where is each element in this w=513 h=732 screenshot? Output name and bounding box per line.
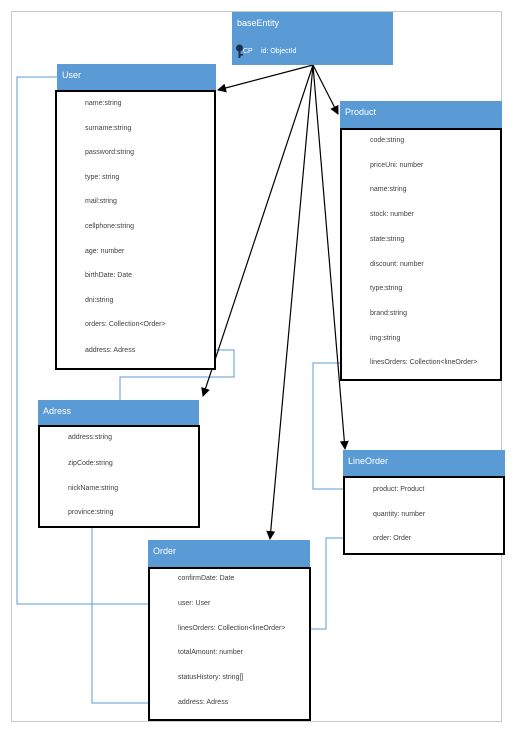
product-attribute: img:string: [370, 335, 401, 342]
product-attribute: stock: number: [370, 211, 414, 218]
order-attribute: linesOrders: Collection<lineOrder>: [178, 625, 286, 632]
arrow-base-to-product: [312, 64, 339, 115]
adress-attribute: address:string: [68, 434, 112, 441]
adress-attribute: province:string: [68, 509, 114, 516]
connector-adress-order: [91, 528, 148, 704]
product-attribute: linesOrders: Collection<lineOrder>: [370, 359, 478, 366]
product-attribute: state:string: [370, 236, 405, 243]
user-attribute: name:string: [85, 100, 122, 107]
line-order-title: LineOrder: [343, 450, 505, 476]
key-badge: CP: [243, 48, 253, 55]
product-attribute: brand:string: [370, 310, 407, 317]
adress-attribute: nickName:string: [68, 485, 119, 492]
user-attribute: mail:string: [85, 198, 117, 205]
line-order-attribute: product: Product: [373, 486, 425, 493]
order-attribute: statusHistory: string[]: [178, 674, 244, 681]
line-order-attribute: quantity: number: [373, 511, 426, 518]
product-attribute: type:string: [370, 285, 403, 292]
user-attribute: birthDate: Date: [85, 272, 133, 279]
product-body: [340, 128, 502, 381]
line-order-attribute: order: Order: [373, 535, 412, 542]
user-title: User: [57, 64, 216, 90]
user-attribute: type: string: [85, 174, 120, 181]
connector-lineorder-order: [311, 537, 343, 630]
arrow-base-to-adress: [201, 64, 314, 397]
arrow-base-to-user: [217, 64, 314, 93]
user-attribute: orders: Collection<Order>: [85, 321, 166, 328]
user-attribute: address: Adress: [85, 347, 136, 354]
product-attribute: name:string: [370, 186, 407, 193]
adress-body: [38, 425, 200, 528]
order-attribute: confirmDate: Date: [178, 575, 235, 582]
product-attribute: discount: number: [370, 261, 424, 268]
key-field: id: ObjectId: [261, 48, 297, 55]
base-entity-title: baseEntity: [232, 12, 393, 38]
adress-attribute: zipCode:string: [68, 460, 113, 467]
order-attribute: address: Adress: [178, 699, 229, 706]
product-attribute: priceUni: number: [370, 162, 424, 169]
arrow-base-to-order: [266, 64, 314, 540]
connector-user-order: [16, 76, 148, 605]
user-attribute: dni:string: [85, 297, 114, 304]
connector-user-adress: [119, 349, 235, 400]
key-icon: [236, 44, 243, 58]
order-attribute: user: User: [178, 600, 211, 607]
adress-title: Adress: [38, 400, 199, 425]
user-body: [55, 90, 216, 370]
user-attribute: password:string: [85, 149, 135, 156]
connector-product-lineorder: [312, 362, 343, 490]
order-body: [148, 567, 311, 721]
base-entity-key-row: CP id: ObjectId: [232, 38, 393, 65]
user-attribute: surname:string: [85, 125, 132, 132]
product-attribute: code:string: [370, 137, 405, 144]
arrow-base-to-lineorder: [312, 64, 349, 450]
order-attribute: totalAmount: number: [178, 649, 243, 656]
line-order-body: [343, 476, 505, 555]
user-attribute: age: number: [85, 248, 125, 255]
product-title: Product: [340, 101, 502, 128]
user-attribute: cellphone:string: [85, 223, 135, 230]
order-title: Order: [148, 540, 310, 567]
